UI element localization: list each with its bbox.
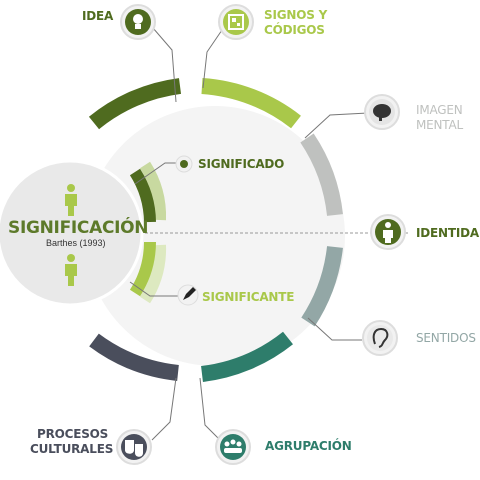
- connector-idea: [152, 27, 177, 103]
- label-procesos-1: PROCESOS: [37, 427, 109, 441]
- person-icon-top: [65, 184, 77, 216]
- connector-procesos: [151, 377, 177, 441]
- label-significante: SIGNIFICANTE: [202, 290, 295, 304]
- label-idea: IDEA: [82, 9, 114, 23]
- person-icon: [370, 214, 406, 250]
- arc-procesos: [89, 333, 179, 381]
- arc-signos: [201, 78, 301, 129]
- qr-code-icon: [218, 4, 254, 40]
- label-imagen-2: MENTAL: [416, 118, 464, 132]
- ear-icon: [362, 320, 398, 356]
- label-agrupacion: AGRUPACIÓN: [265, 439, 352, 453]
- connector-significante: [129, 281, 182, 297]
- connector-sentidos: [307, 317, 362, 341]
- label-signos-2: CÓDIGOS: [264, 23, 325, 37]
- center-title: SIGNIFICACIÓN: [8, 218, 149, 238]
- pencil-icon: [177, 284, 199, 306]
- lightbulb-icon: [120, 4, 156, 40]
- label-signos-1: SIGNOS Y: [264, 8, 328, 22]
- label-significado: SIGNIFICADO: [198, 157, 285, 171]
- center-circle: [0, 159, 144, 307]
- label-identidad: IDENTIDAD: [416, 226, 480, 240]
- connector-imagen: [304, 112, 369, 139]
- inner-arc-significante-shadow: [139, 244, 167, 304]
- arc-sentidos: [301, 245, 343, 327]
- inner-arc-significado-shadow: [139, 161, 167, 221]
- inner-arc-significado: [129, 168, 156, 223]
- arc-imagen: [300, 133, 343, 217]
- brain-icon: [364, 94, 400, 130]
- theater-masks-icon: [116, 429, 152, 465]
- label-sentidos: SENTIDOS: [416, 331, 476, 345]
- arc-agrupacion: [200, 331, 293, 382]
- connector-agrupacion: [199, 377, 221, 441]
- group-icon: [215, 429, 251, 465]
- inner-arc-significante: [129, 241, 156, 297]
- label-imagen-1: IMAGEN: [416, 103, 463, 117]
- connector-signos: [202, 29, 223, 89]
- label-procesos-2: CULTURALES: [30, 442, 114, 456]
- arc-idea: [88, 78, 182, 130]
- person-icon-bottom: [65, 254, 77, 286]
- center-subtitle: Barthes (1993): [46, 238, 106, 248]
